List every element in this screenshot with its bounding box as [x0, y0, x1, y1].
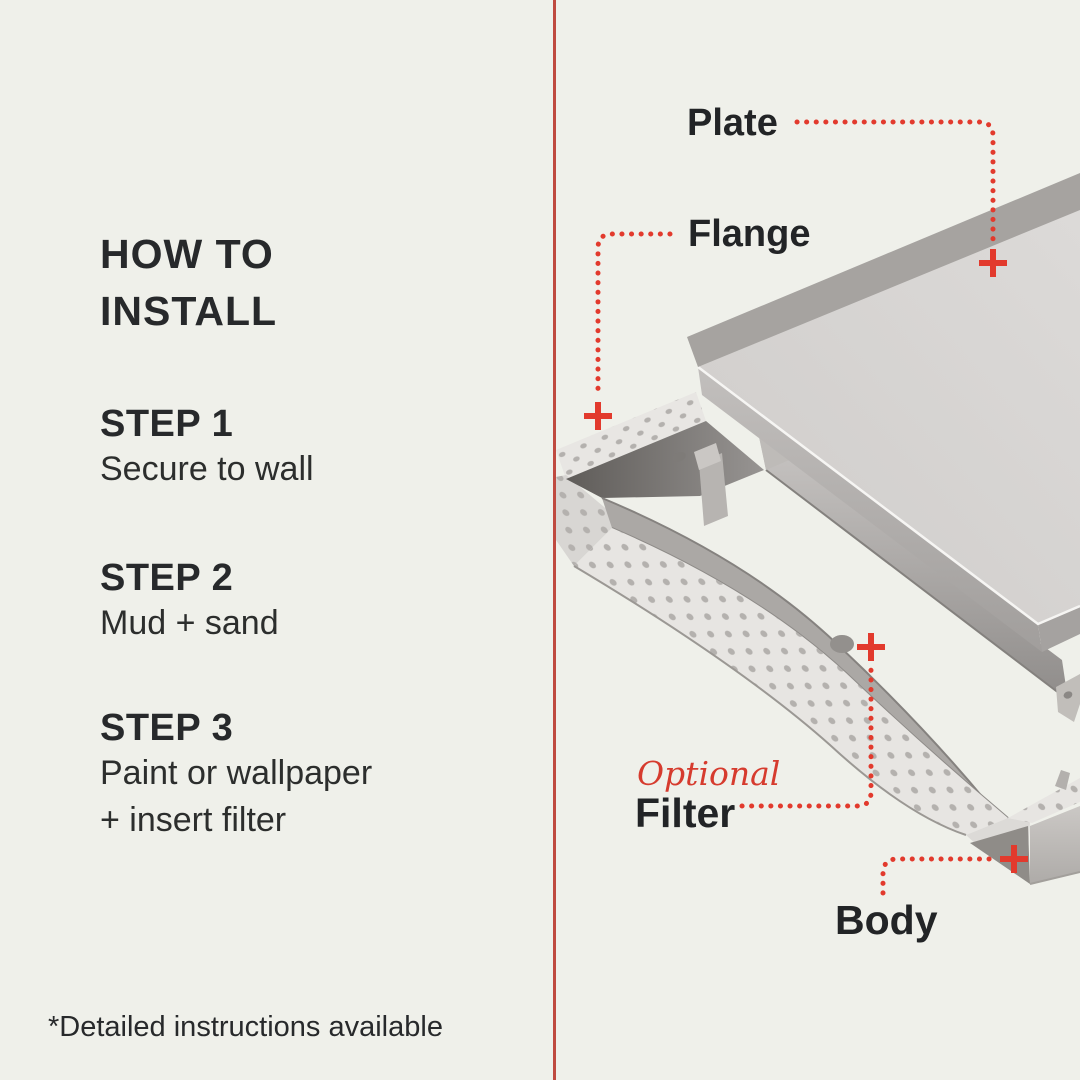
- corner-clip: [1055, 770, 1070, 790]
- step1-title: STEP 1: [100, 403, 234, 445]
- right-flange-holes: [1008, 778, 1080, 823]
- far-flange-strip: [556, 392, 706, 479]
- plate-assembly: [687, 173, 1080, 722]
- door-frame-tab: [1056, 674, 1080, 722]
- step3-description-line1: Paint or wallpaper: [100, 754, 373, 792]
- plate-front-face-right: [1038, 606, 1080, 652]
- body-leader-line: [880, 856, 997, 896]
- door-frame-bottom-edge: [765, 469, 1069, 701]
- step2-description: Mud + sand: [100, 604, 279, 642]
- step1-description: Secure to wall: [100, 450, 314, 488]
- divider-line: [553, 0, 556, 1080]
- plate-top-edge-band: [687, 173, 1080, 367]
- step3-description-line2: + insert filter: [100, 801, 287, 839]
- near-flange-outer-edge: [573, 565, 967, 836]
- plate-label: Plate: [687, 102, 778, 144]
- plate-front-face: [698, 367, 1042, 652]
- footnote: *Detailed instructions available: [48, 1011, 443, 1043]
- body-label: Body: [835, 897, 938, 943]
- flange-leader-line: [595, 231, 673, 400]
- wall-screw-hole: [672, 452, 686, 462]
- flange-corner-cap: [966, 818, 1030, 852]
- step2-title: STEP 2: [100, 557, 234, 599]
- step3-title: STEP 3: [100, 707, 234, 749]
- body-channel: [566, 421, 764, 498]
- body-marker-cross: [1000, 845, 1028, 873]
- latch-clip: [694, 443, 721, 470]
- flange-marker-cross: [584, 402, 612, 430]
- flange-bump: [830, 635, 854, 653]
- filter-marker-cross: [857, 633, 885, 661]
- door-frame-endcap: [758, 414, 808, 470]
- flange-label: Flange: [688, 213, 811, 255]
- flange-corner-face: [556, 475, 616, 566]
- main-heading-line2: INSTALL: [100, 288, 278, 334]
- plate-top-surface: [698, 208, 1080, 624]
- far-flange-holes: [556, 392, 706, 479]
- body-corner-bottom-edge: [1029, 871, 1080, 885]
- plate-leader-line: [794, 119, 996, 246]
- plate-edge-highlight: [697, 366, 1080, 626]
- door-frame-band: [758, 432, 1068, 700]
- body-corner-dark: [970, 826, 1030, 884]
- filter-optional-label: Optional: [637, 754, 781, 793]
- right-flange-strip: [1008, 778, 1080, 823]
- plate-marker-cross: [979, 249, 1007, 277]
- latch-bracket: [699, 453, 728, 526]
- body-corner-light: [1030, 806, 1080, 884]
- door-frame-tab-hole: [1063, 691, 1073, 699]
- flange-corner-face-holes: [556, 475, 616, 566]
- main-heading-line1: HOW TO: [100, 231, 274, 277]
- filter-label: Filter: [635, 790, 736, 836]
